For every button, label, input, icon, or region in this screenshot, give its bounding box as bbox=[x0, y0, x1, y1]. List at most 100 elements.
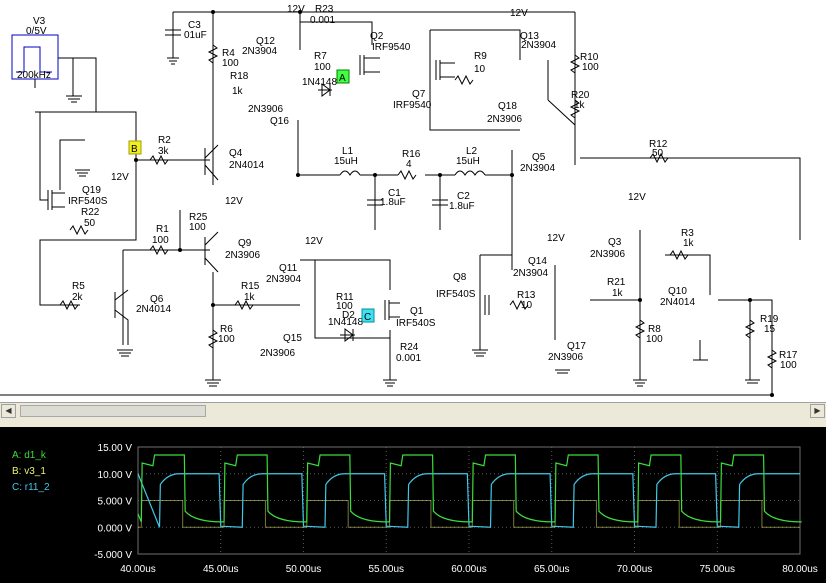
q4-label: Q4 bbox=[229, 148, 243, 159]
r11-value: 100 bbox=[336, 301, 353, 312]
c2-label: C2 bbox=[457, 191, 470, 202]
q13-label: Q13 bbox=[520, 31, 539, 42]
r19-value: 15 bbox=[764, 324, 776, 335]
probe-c-label: C bbox=[364, 312, 371, 323]
q16-label: Q16 bbox=[270, 116, 289, 127]
q3-type: 2N3906 bbox=[590, 249, 625, 260]
q13-type: 2N3904 bbox=[521, 40, 556, 51]
legend-b: B: v3_1 bbox=[12, 466, 46, 477]
r5-value: 2k bbox=[72, 292, 84, 303]
r19-label: R19 bbox=[760, 314, 779, 325]
q16-type: 2N3906 bbox=[248, 104, 283, 115]
r5-label: R5 bbox=[72, 281, 85, 292]
q3-label: Q3 bbox=[608, 237, 622, 248]
trace-c-line bbox=[137, 473, 800, 528]
r2-value: 3k bbox=[158, 146, 170, 157]
trace-a-line bbox=[137, 454, 802, 523]
x-tick-label: 60.00us bbox=[451, 564, 487, 575]
probe-c-marker[interactable]: C bbox=[361, 308, 375, 323]
probe-b-label: B bbox=[131, 144, 138, 155]
q14-label: Q14 bbox=[528, 256, 547, 267]
supply-label-mid: 12V bbox=[225, 196, 243, 207]
r7-label: R7 bbox=[314, 51, 327, 62]
supply-label-center: 12V bbox=[305, 236, 323, 247]
r4-label: R4 bbox=[222, 48, 235, 59]
q10-label: Q10 bbox=[668, 286, 687, 297]
r11-label: R11 bbox=[336, 292, 354, 303]
d2-label: D2 bbox=[342, 310, 355, 321]
v3-value: 0/5V bbox=[26, 26, 47, 37]
supply-label-q14: 12V bbox=[547, 233, 565, 244]
x-tick-label: 50.00us bbox=[286, 564, 322, 575]
r12-label: R12 bbox=[649, 139, 668, 150]
r23-label: R23 bbox=[315, 4, 334, 15]
r21-value: 1k bbox=[612, 288, 624, 299]
l1-label: L1 bbox=[342, 146, 354, 157]
r12-value: 50 bbox=[652, 148, 664, 159]
probe-a-marker[interactable]: A bbox=[336, 69, 350, 84]
r8-value: 100 bbox=[646, 334, 663, 345]
supply-label-top-right: 12V bbox=[510, 8, 528, 19]
scroll-left-arrow-icon[interactable]: ◀ bbox=[1, 404, 16, 418]
q4-type: 2N4014 bbox=[229, 160, 264, 171]
q1-label: Q1 bbox=[410, 306, 424, 317]
q9-label: Q9 bbox=[238, 238, 252, 249]
r13-value: 10 bbox=[521, 300, 533, 311]
r9-value: 10 bbox=[474, 64, 486, 75]
r17-label: R17 bbox=[779, 350, 798, 361]
q6-label: Q6 bbox=[150, 294, 164, 305]
r4-value: 100 bbox=[222, 58, 239, 69]
y-tick-label: 15.00 V bbox=[98, 443, 133, 454]
r25-label: R25 bbox=[189, 212, 208, 223]
r7-value: 100 bbox=[314, 62, 331, 73]
q8-label: Q8 bbox=[453, 272, 467, 283]
plot-grid bbox=[137, 446, 801, 555]
r13-label: R13 bbox=[517, 290, 536, 301]
x-tick-label: 55.00us bbox=[368, 564, 404, 575]
probe-b-marker[interactable]: B bbox=[128, 140, 142, 155]
d1-type: 1N4148 bbox=[302, 77, 337, 88]
r6-value: 100 bbox=[218, 334, 235, 345]
legend-c: C: r11_2 bbox=[12, 482, 50, 493]
schematic-drawing: V3 0/5V 200kHz 12V 12V 12V 12V 12V 12V 1… bbox=[0, 4, 801, 397]
horizontal-scrollbar[interactable]: ◀ ▶ bbox=[0, 402, 826, 420]
x-tick-label: 40.00us bbox=[120, 564, 156, 575]
y-axis-labels: 15.00 V10.00 V5.000 V0.000 V-5.000 V bbox=[94, 443, 132, 561]
supply-label-top: 12V bbox=[287, 4, 305, 15]
q11-type: 2N3904 bbox=[266, 274, 301, 285]
r6-label: R6 bbox=[220, 324, 233, 335]
r24-label: R24 bbox=[400, 342, 419, 353]
scrollbar-thumb[interactable] bbox=[20, 405, 206, 417]
c3-value: 01uF bbox=[184, 30, 207, 41]
y-tick-label: 0.000 V bbox=[98, 523, 133, 534]
q15-label: Q15 bbox=[283, 333, 302, 344]
legend-a: A: d1_k bbox=[12, 450, 46, 461]
plot-traces bbox=[137, 454, 802, 528]
q7-label: Q7 bbox=[412, 89, 426, 100]
q12-label: Q12 bbox=[256, 36, 275, 47]
l1-value: 15uH bbox=[334, 156, 358, 167]
schematic-canvas[interactable]: V3 0/5V 200kHz 12V 12V 12V 12V 12V 12V 1… bbox=[0, 0, 826, 402]
r9-label: R9 bbox=[474, 51, 487, 62]
plot-frame bbox=[137, 446, 801, 555]
probe-a-label: A bbox=[339, 73, 346, 84]
q8-type: IRF540S bbox=[436, 289, 476, 300]
scope-plot[interactable]: 15.00 V10.00 V5.000 V0.000 V-5.000 V 40.… bbox=[0, 427, 826, 583]
r1-value: 100 bbox=[152, 235, 169, 246]
scroll-right-arrow-icon[interactable]: ▶ bbox=[810, 404, 825, 418]
y-tick-label: 10.00 V bbox=[98, 470, 133, 481]
q18-label: Q18 bbox=[498, 101, 517, 112]
d2-type: 1N4148 bbox=[328, 317, 363, 328]
r20-label: R20 bbox=[571, 90, 590, 101]
x-tick-label: 80.00us bbox=[782, 564, 818, 575]
q15-type: 2N3906 bbox=[260, 348, 295, 359]
r8-label: R8 bbox=[648, 324, 661, 335]
q12-type: 2N3904 bbox=[242, 46, 277, 57]
q5-label: Q5 bbox=[532, 152, 546, 163]
r3-value: 1k bbox=[683, 238, 695, 249]
c1-label: C1 bbox=[388, 188, 401, 199]
r17-value: 100 bbox=[780, 360, 797, 371]
r15-label: R15 bbox=[241, 281, 260, 292]
r18-value: 1k bbox=[232, 86, 244, 97]
